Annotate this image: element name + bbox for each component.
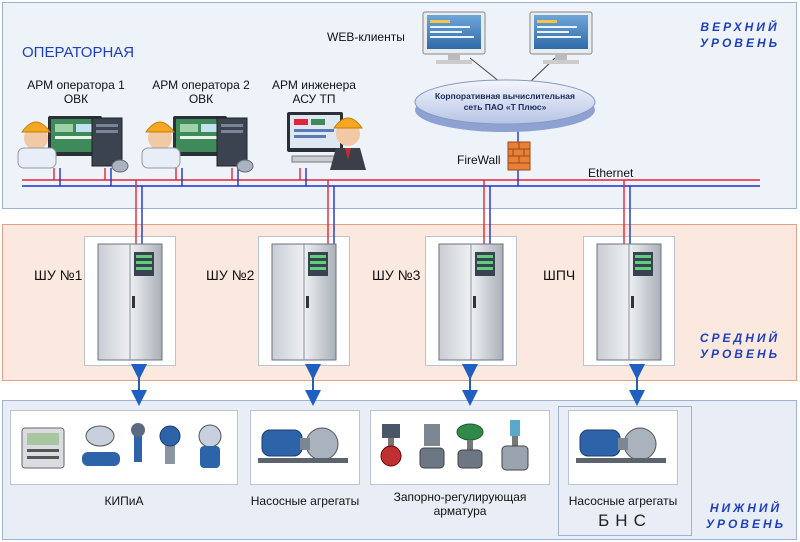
workstation-links [53,168,307,186]
bns-pump-icon [576,427,666,463]
firewall-icon [507,141,531,171]
cabinet-label-3: ШУ №3 [372,267,421,283]
workstation-2-icon [141,116,254,173]
instruments-icon [21,423,222,469]
pump-icon [258,427,348,463]
valves-icon [380,420,529,471]
ethernet-label: Ethernet [588,166,634,180]
cabinet-label-2: ШУ №2 [206,267,255,283]
workstation-3-icon [287,112,366,170]
field-arrows [131,364,645,406]
operator-room-title: ОПЕРАТОРНАЯ [22,44,135,61]
bns-pumps-label: Насосные агрегаты [568,494,678,508]
workstation-1-icon [17,116,129,173]
cabinet-label-4: ШПЧ [543,267,576,283]
corporate-network-cloud [414,79,596,132]
web-client-monitor-1 [422,11,486,64]
upper-level-zone [2,2,797,209]
cabinets [97,243,662,361]
firewall-label: FireWall [457,153,501,167]
cabinet-label-1: ШУ №1 [34,267,83,283]
bns-label: БНС [598,511,652,530]
web-client-monitor-2 [529,11,593,64]
kipia-label: КИПиА [104,494,144,508]
ethernet-bus [22,179,760,187]
web-clients-label: WEB-клиенты [327,30,405,44]
pumps-label: Насосные агрегаты [250,494,360,508]
